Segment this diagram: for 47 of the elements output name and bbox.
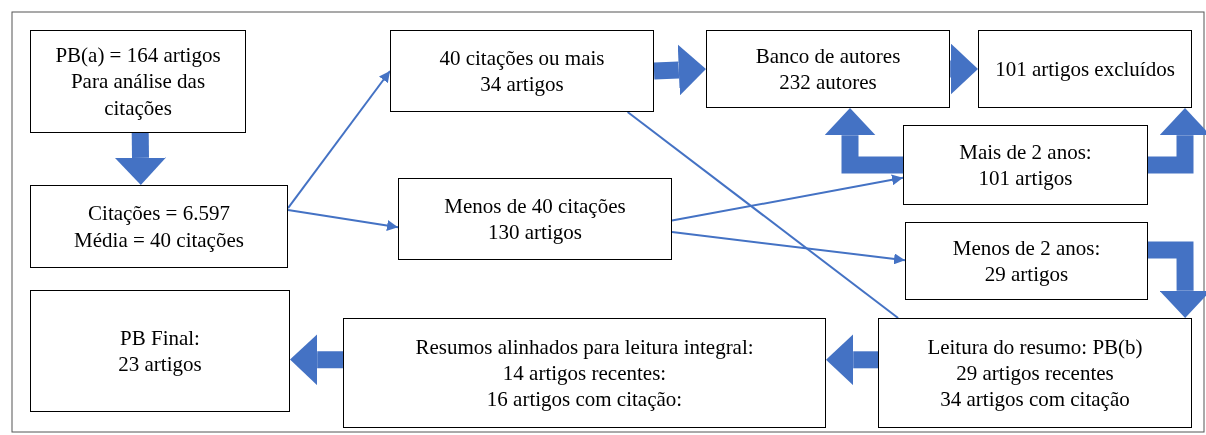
arrow: [287, 208, 399, 231]
box-text: 29 artigos recentes: [956, 359, 1114, 387]
block-arrow: [290, 334, 344, 386]
box-text: 232 autores: [779, 69, 877, 96]
process-box: [30, 290, 290, 412]
box-text: Menos de 40 citações: [444, 192, 626, 219]
box-text: Resumos alinhados para leitura integral:: [415, 333, 754, 360]
box-text: 101 artigos: [978, 165, 1073, 192]
box-text: Citações = 6.597: [88, 200, 230, 227]
block-arrow: [653, 44, 706, 96]
box-text: Banco de autores: [755, 42, 901, 69]
box-text: PB(a) = 164 artigos: [55, 42, 221, 69]
box-text: 14 artigos recentes:: [502, 359, 667, 387]
block-arrow: [1148, 241, 1206, 318]
arrow: [671, 231, 906, 265]
box-text: PB Final:: [120, 324, 200, 351]
arrow: [287, 70, 391, 210]
box-text: 16 artigos com citação:: [486, 386, 683, 413]
process-box: [978, 30, 1192, 108]
process-box: [878, 318, 1192, 428]
process-box: [706, 30, 950, 108]
box-text: 34 artigos com citação: [940, 386, 1130, 413]
arrow: [671, 174, 904, 222]
box-text: Menos de 2 anos:: [952, 234, 1101, 261]
box-text: 23 artigos: [118, 351, 202, 378]
box-text: Média = 40 citações: [74, 226, 244, 253]
box-text: 29 artigos: [984, 261, 1069, 288]
block-arrow: [115, 132, 166, 185]
box-text: Leitura do resumo: PB(b): [927, 333, 1143, 360]
box-text: 40 citações ou mais: [439, 44, 605, 71]
block-arrow: [824, 108, 903, 174]
process-box: [343, 318, 826, 428]
process-box: [398, 178, 672, 260]
box-text: 34 artigos: [480, 71, 564, 98]
box-text: Para análise das citações: [69, 68, 207, 121]
box-text: Mais de 2 anos:: [959, 138, 1092, 165]
process-box: [30, 30, 246, 133]
process-box: [905, 222, 1148, 300]
process-box: [903, 125, 1148, 205]
block-arrow: [826, 334, 878, 386]
process-box: [390, 30, 654, 112]
block-arrow: [1148, 108, 1206, 174]
box-text: 101 artigos excluídos: [995, 55, 1175, 83]
connector-line: [626, 111, 900, 319]
process-box: [30, 185, 288, 268]
block-arrow: [950, 43, 978, 95]
box-text: 130 artigos: [488, 219, 582, 246]
